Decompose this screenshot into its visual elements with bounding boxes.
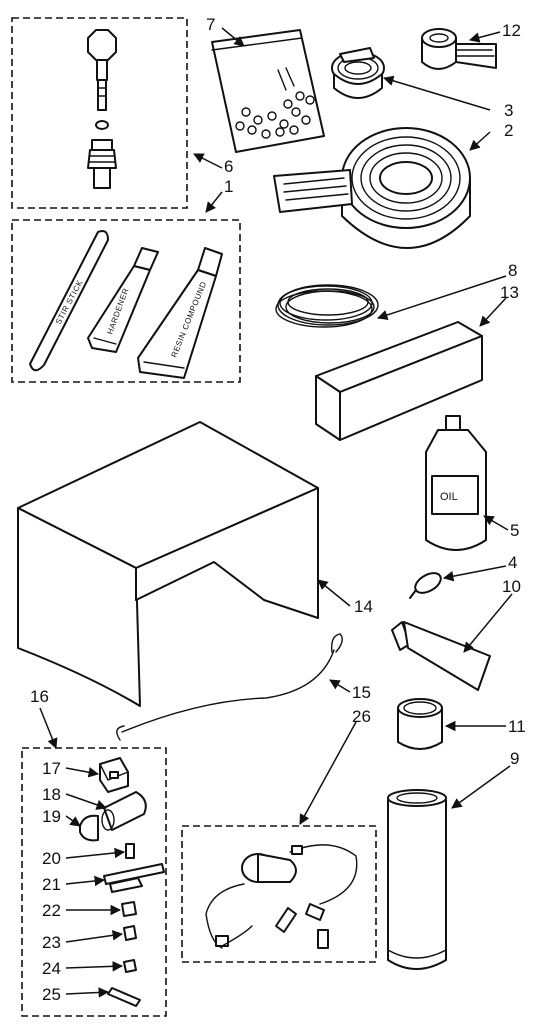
callout-5: 5 bbox=[510, 521, 519, 540]
callout-16: 16 bbox=[30, 687, 49, 706]
spray-can bbox=[387, 789, 447, 970]
hardener-tube bbox=[87, 265, 151, 353]
callout-4: 4 bbox=[508, 553, 517, 572]
callout-26: 26 bbox=[352, 707, 371, 726]
access-valve-kit bbox=[11, 17, 188, 209]
callout-1: 1 bbox=[224, 177, 233, 196]
resin-tube bbox=[137, 269, 217, 379]
callout-2: 2 bbox=[504, 121, 513, 140]
callout-12: 12 bbox=[502, 21, 521, 40]
oil-label: OIL bbox=[440, 491, 458, 503]
callout-23: 23 bbox=[42, 933, 61, 952]
small-bulb bbox=[409, 572, 442, 599]
oil-bottle: OIL bbox=[425, 415, 487, 551]
callout-numbers: 7 12 3 2 6 1 8 13 5 4 10 14 15 26 11 9 1… bbox=[30, 15, 526, 1004]
callout-19: 19 bbox=[42, 807, 61, 826]
connector-parts-kit bbox=[21, 747, 167, 1017]
callout-22: 22 bbox=[42, 901, 61, 920]
cord-coil bbox=[275, 284, 379, 328]
insulation-roll bbox=[421, 28, 497, 70]
parts-bag bbox=[211, 29, 325, 153]
foam-block bbox=[315, 321, 483, 441]
callout-13: 13 bbox=[500, 283, 519, 302]
callout-8: 8 bbox=[508, 261, 517, 280]
callout-6: 6 bbox=[224, 157, 233, 176]
unit-cover bbox=[17, 421, 319, 707]
callout-15: 15 bbox=[352, 683, 371, 702]
callout-20: 20 bbox=[42, 849, 61, 868]
callout-18: 18 bbox=[42, 785, 61, 804]
small-can bbox=[397, 698, 443, 750]
callout-3: 3 bbox=[504, 101, 513, 120]
callout-11: 11 bbox=[508, 717, 526, 736]
stir-stick bbox=[29, 230, 109, 372]
callout-24: 24 bbox=[42, 959, 61, 978]
callout-9: 9 bbox=[510, 749, 519, 768]
sealant-tube bbox=[391, 621, 491, 691]
small-tape-roll bbox=[331, 47, 385, 99]
repair-compound-kit: STIR STICK HARDENER RESIN COMPOUND bbox=[11, 219, 241, 383]
callout-21: 21 bbox=[42, 875, 61, 894]
callout-14: 14 bbox=[354, 597, 373, 616]
callout-10: 10 bbox=[502, 577, 521, 596]
callout-7: 7 bbox=[206, 15, 215, 34]
cover-cable bbox=[116, 633, 343, 741]
large-foam-tape-roll bbox=[273, 127, 471, 249]
callout-17: 17 bbox=[42, 759, 61, 778]
leader-lines bbox=[39, 27, 513, 998]
capacitor-wiring-kit bbox=[181, 825, 377, 963]
stir-stick-label: STIR STICK bbox=[54, 278, 85, 326]
callout-25: 25 bbox=[42, 985, 61, 1004]
